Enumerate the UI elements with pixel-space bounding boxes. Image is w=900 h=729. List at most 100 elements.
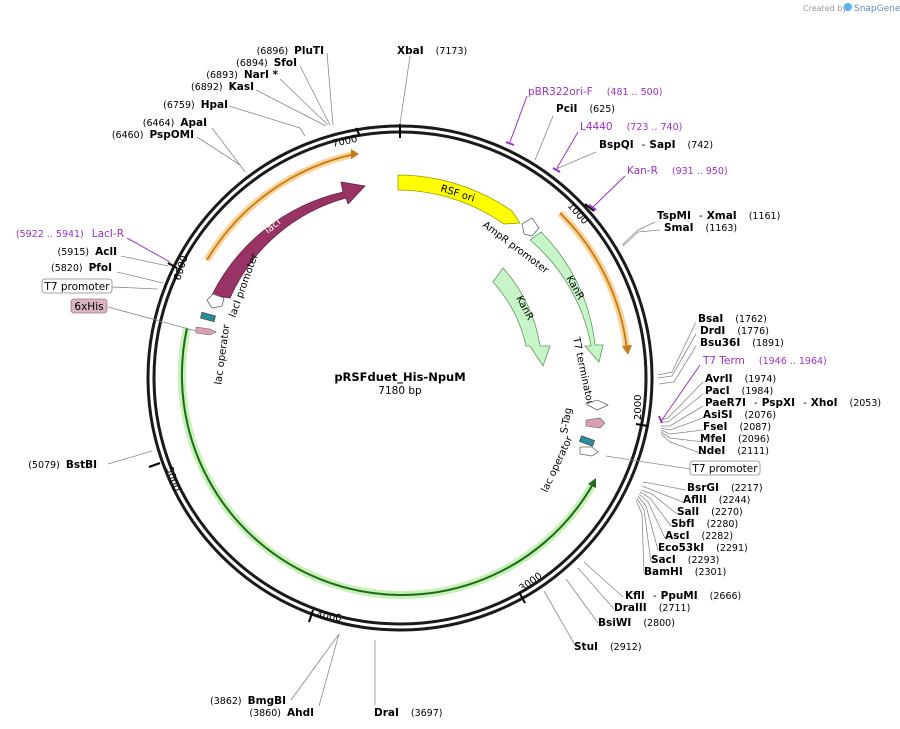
tick-label-2000: 2000: [633, 395, 644, 420]
primer-mark-pbr322: [505, 141, 515, 146]
tick-5000: [148, 462, 161, 468]
lac-operator-left-label: lac operator: [213, 323, 232, 385]
orange-arc-left: [206, 153, 356, 261]
leader-bspqi: [555, 151, 597, 170]
primer-t7term: T7 Term(1946 .. 1964): [702, 355, 827, 367]
kanr-outer-feature: [529, 231, 604, 363]
tick-6000: [167, 262, 178, 269]
tick-marks: [148, 124, 649, 623]
t7-promoter-left-box: [41, 278, 113, 294]
site-mfei: MfeI(2096): [700, 433, 770, 445]
leader-sixhis: [107, 306, 197, 332]
site-kasi: (6892)KasI: [191, 81, 254, 93]
site-bsai: BsaI(1762): [698, 313, 767, 325]
leader-draiii: [577, 567, 615, 610]
site-saci: SacI(2293): [651, 554, 719, 566]
leader-pspomi: [196, 136, 241, 166]
laci-promoter-feature: [206, 293, 225, 309]
site-paer7i: PaeR7I-PspXI-XhoI(2053): [705, 397, 881, 409]
orange-arc-left-glow: [203, 150, 356, 262]
leader-pluti: [326, 52, 334, 126]
site-eco53ki: Eco53kI(2291): [658, 542, 748, 554]
tick-label-5000: 5000: [163, 466, 181, 494]
credit-brand: SnapGene: [854, 4, 900, 14]
leader-bmgbi: [290, 633, 340, 701]
site-kfli: KflI-PpuMI(2666): [625, 590, 741, 602]
leader-paer7i: [661, 405, 704, 427]
leader-sali: [640, 489, 678, 515]
leader-bsiwi: [565, 578, 599, 624]
site-smai: SmaI(1163): [664, 222, 737, 234]
leader-sbfi: [639, 491, 672, 527]
rsf-ori-feature: [397, 174, 521, 225]
site-bmgbi: (3862)BmgBI: [210, 695, 286, 707]
primer-lacir: (5922 .. 5941)LacI-R: [16, 228, 124, 240]
leader-bamhi: [635, 499, 645, 575]
leader-pfoi: [116, 271, 164, 284]
primer-lines: [126, 95, 701, 424]
leader-pcii: [534, 115, 554, 161]
orange-arc-right-head: [622, 345, 632, 355]
primer-line-t7term: [661, 364, 701, 421]
primer-mark-t7term: [658, 415, 663, 424]
site-asci: AscI(2282): [665, 530, 733, 542]
s-tag-label: S-Tag: [559, 407, 574, 434]
site-bamhi: BamHI(2301): [644, 566, 726, 578]
leader-fsei: [660, 429, 704, 435]
t7-promoter-right-feature: [579, 446, 599, 457]
green-arc: [180, 327, 594, 596]
t7-promoter-right-box: [689, 460, 761, 476]
site-paci: PacI(1984): [705, 385, 773, 397]
t7-terminator-feature: [585, 399, 609, 411]
primer-mark-l4440: [552, 167, 561, 173]
t7-promoter-right-label: T7 promoter: [691, 463, 758, 475]
site-sbfi: SbfI(2280): [671, 518, 738, 530]
site-bsu36i: Bsu36I(1891): [700, 337, 784, 349]
site-tspmi: TspMI-XmaI(1161): [657, 210, 780, 222]
lac-operator-right-feature: [579, 435, 595, 447]
sixhis-label: 6xHis: [74, 301, 103, 313]
tick-label-4000: 4000: [316, 610, 343, 624]
leader-nari: [279, 78, 329, 126]
plasmid-name: pRSFduet_His-NpuM: [334, 370, 465, 385]
tick-3000: [518, 591, 526, 604]
green-arc-head: [588, 478, 596, 488]
site-apai: (6464)ApaI: [143, 117, 207, 129]
leader-ahdi: [318, 633, 340, 707]
site-drai: DraI(3697): [374, 707, 442, 719]
site-bstbi: (5079)BstBI: [28, 459, 97, 471]
primer-line-l4440: [556, 131, 579, 169]
primer-kanr: Kan-R(931 .. 950): [627, 165, 728, 177]
leader-bsrgi: [642, 481, 687, 491]
tick-7000: [355, 127, 361, 137]
site-pcii: PciI(625): [556, 103, 615, 115]
orange-arc-right: [559, 212, 628, 351]
leader-kasi: [255, 89, 327, 127]
site-asisi: AsiSI(2076): [703, 409, 776, 421]
leader-t7promoter-right: [605, 455, 691, 470]
kanr-outer-label: KanR: [563, 274, 585, 302]
leader-lines: [107, 52, 704, 707]
credit-prefix: Created by: [803, 4, 847, 13]
leader-sfoi: [299, 65, 331, 126]
tick-label-3000: 3000: [517, 571, 544, 595]
site-sfoi: (6894)SfoI: [236, 57, 297, 69]
lac-operator-right-label: lac operator: [540, 434, 576, 494]
t7-promoter-left-feature: [200, 311, 216, 323]
primer-line-lacir: [126, 237, 171, 263]
leader-drdi: [657, 333, 697, 379]
leader-kfli: [583, 561, 624, 598]
s-tag-feature: [585, 417, 606, 429]
site-bsiwi: BsiWI(2800): [598, 617, 675, 629]
leader-saci: [636, 497, 652, 563]
sixhis-feature: [195, 326, 217, 336]
primer-line-kanr: [592, 175, 626, 208]
site-fsei: FseI(2087): [703, 421, 771, 433]
leader-hpai: [228, 105, 306, 137]
leader-bsai: [657, 321, 697, 376]
ampr-promoter-feature: [521, 217, 540, 237]
leader-mfei: [660, 431, 704, 443]
leader-eco53ki: [637, 495, 659, 551]
tick-label-6000: 6000: [172, 254, 190, 282]
leader-bstbi: [107, 450, 153, 465]
